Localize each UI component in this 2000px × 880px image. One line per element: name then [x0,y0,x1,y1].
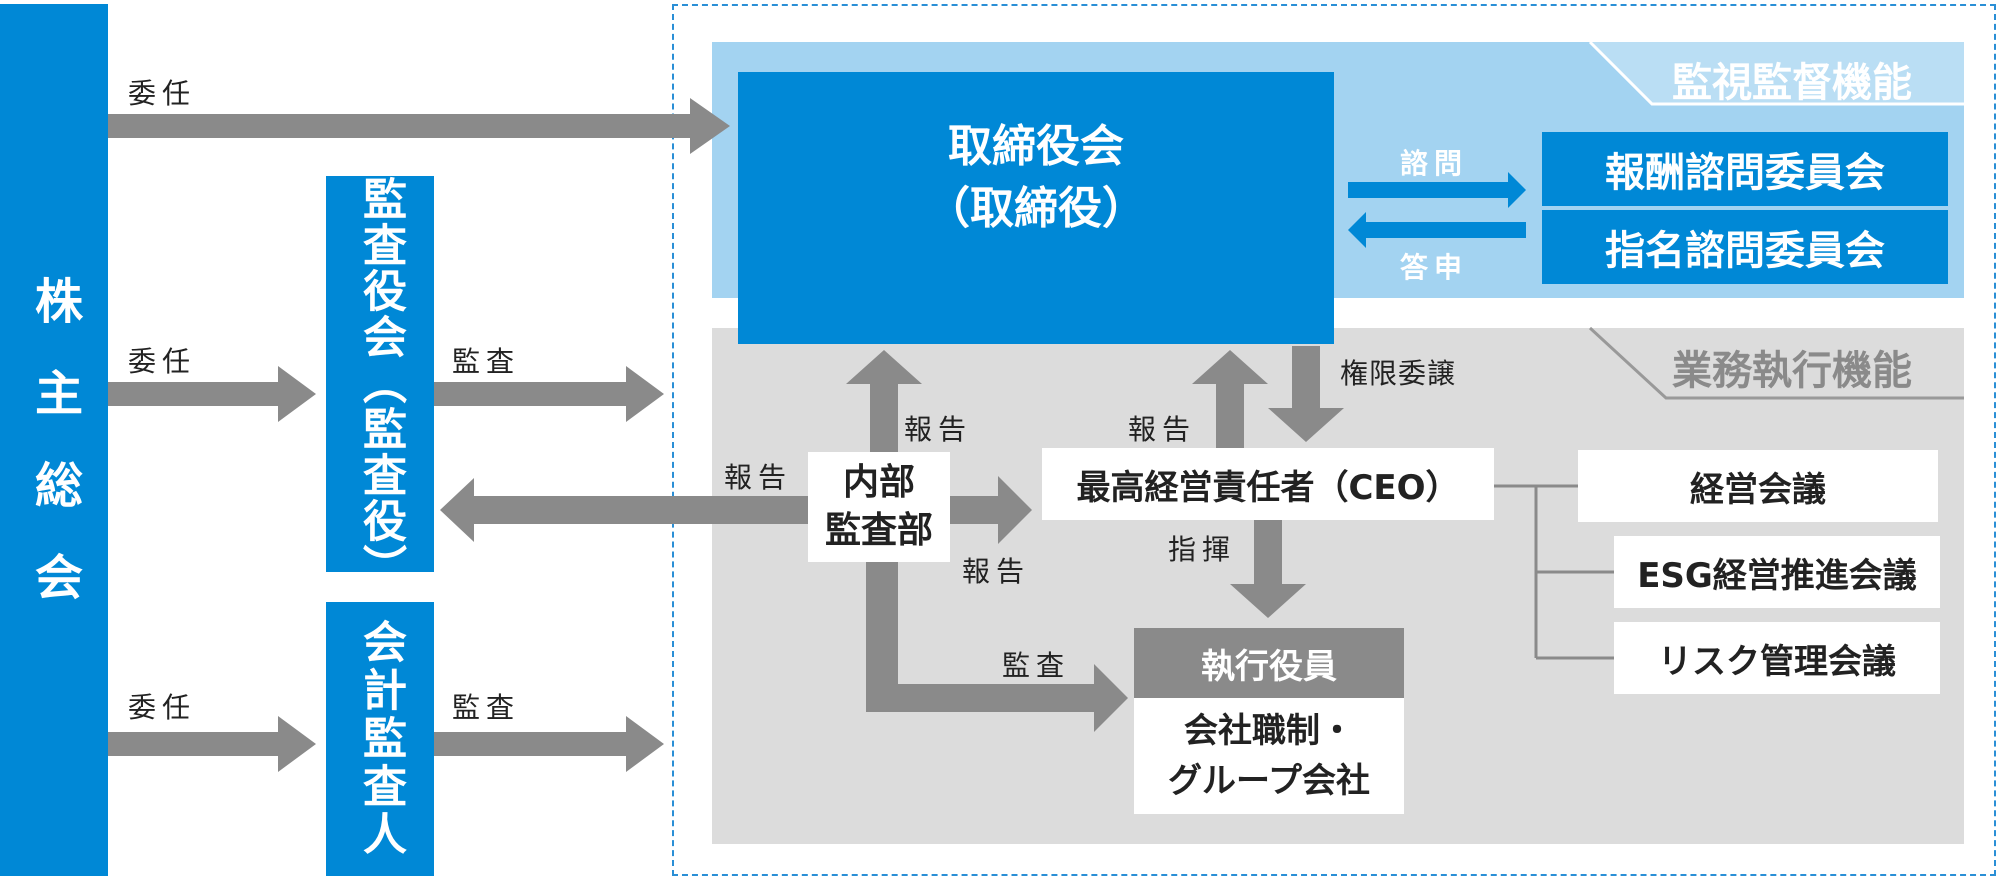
board-title: 取締役会 [948,121,1124,172]
accounting-auditor-label: 会計監査人 [355,619,406,859]
management-meeting-label: 経営会議 [1690,469,1826,510]
report-back-arrow [1348,212,1526,248]
oversight-section-title: 監視監督機能 [1672,60,1912,106]
risk-meeting-box: リスク管理会議 [1614,622,1940,694]
audit-board-box: 監査役会（監査役） [326,176,434,590]
executive-officers-label: 執行役員 [1201,646,1337,687]
delegation-label: 権限委譲 [1340,357,1457,390]
audit-arrow-board [434,366,664,422]
ceo-label: 最高経営責任者（CEO） [1076,467,1460,508]
audit-label-accountant: 監査 [452,691,521,724]
appoint-arrow-board [108,98,730,154]
report-arrow-to-audit-board [440,478,808,542]
remuneration-committee-box: 報酬諮問委員会 [1542,132,1948,206]
management-meeting-box: 経営会議 [1578,450,1938,522]
internal-audit-exec-arrow [866,554,1128,732]
organization-box: 会社職制・ グループ会社 [1134,698,1404,814]
ceo-box: 最高経営責任者（CEO） [1042,448,1494,520]
governance-dashed-frame [672,4,1996,876]
remuneration-committee-label: 報酬諮問委員会 [1605,150,1885,196]
appoint-arrow-audit-board [108,366,316,422]
report-label-ceo-to-board: 報告 [1128,413,1197,446]
accounting-auditor-box: 会計監査人 [326,602,434,876]
report-label-to-audit-board: 報告 [724,461,793,494]
report-back-label: 答申 [1400,251,1469,284]
execution-title-line [1588,326,1964,400]
shareholders-label: 株主総会 [26,276,82,644]
internal-audit-box: 内部 監査部 [808,452,950,562]
consult-arrow [1348,172,1526,208]
nomination-committee-box: 指名諮問委員会 [1542,210,1948,284]
delegation-arrow [1268,346,1344,442]
organization-line1: 会社職制・ [1184,711,1354,751]
internal-audit-exec-label: 監査 [1002,649,1071,682]
audit-label-board: 監査 [452,345,521,378]
internal-audit-line2: 監査部 [824,510,933,551]
oversight-title-line [1588,40,1964,106]
report-arrow-to-ceo [950,476,1032,544]
report-arrow-to-board [846,350,922,452]
appoint-arrow-accountant [108,716,316,772]
executive-officers-header: 執行役員 [1134,628,1404,698]
execution-section-title: 業務執行機能 [1672,348,1912,394]
report-arrow-ceo-to-board [1192,350,1268,448]
report-label-to-board: 報告 [904,413,973,446]
board-subtitle: （取締役） [926,183,1146,234]
report-label-to-ceo: 報告 [962,555,1031,588]
audit-board-label: 監査役会（監査役） [355,176,406,590]
oversight-title-tab [1592,42,1964,104]
appoint-label-top: 委任 [128,77,197,110]
appoint-label-middle: 委任 [128,345,197,378]
esg-meeting-box: ESG経営推進会議 [1614,536,1940,608]
internal-audit-line1: 内部 [842,462,915,503]
audit-arrow-accountant [434,716,664,772]
direction-arrow [1230,520,1306,618]
direction-label: 指揮 [1168,533,1237,566]
esg-meeting-label: ESG経営推進会議 [1637,555,1917,596]
organization-line2: グループ会社 [1168,761,1370,801]
appoint-label-bottom: 委任 [128,691,197,724]
board-of-directors-box: 取締役会 （取締役） [738,72,1334,344]
risk-meeting-label: リスク管理会議 [1658,641,1896,682]
nomination-committee-label: 指名諮問委員会 [1605,228,1885,274]
consult-label: 諮問 [1400,147,1469,180]
shareholders-box: 株主総会 [0,4,108,876]
